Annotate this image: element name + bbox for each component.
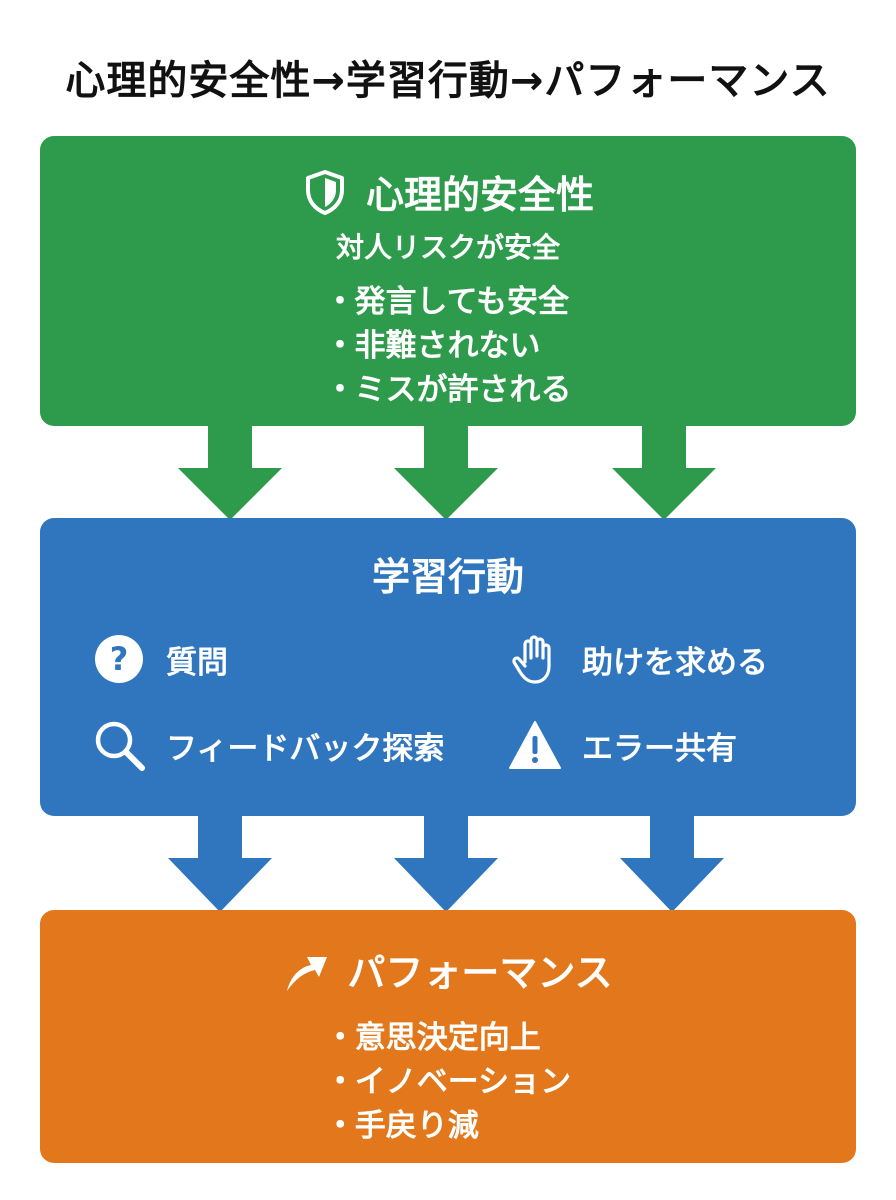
- shield-icon: [302, 169, 348, 215]
- learning-box: 学習行動 ? 質問 助けを求める フィードバック探索: [40, 518, 856, 816]
- safety-box: 心理的安全性 対人リスクが安全 ・発言しても安全 ・非難されない ・ミスが許され…: [40, 136, 856, 426]
- down-arrow-icon: [620, 814, 724, 912]
- behavior-feedback: フィードバック探索: [92, 718, 444, 772]
- svg-text:?: ?: [110, 640, 129, 678]
- safety-header: 心理的安全性: [40, 164, 856, 219]
- question-circle-icon: ?: [92, 632, 146, 686]
- safety-bullet: ・ミスが許される: [324, 372, 572, 408]
- up-arrow-icon: [283, 947, 329, 993]
- diagram-title: 心理的安全性→学習行動→パフォーマンス: [65, 58, 831, 104]
- down-arrow-icon: [612, 424, 716, 520]
- safety-subheading: 対人リスクが安全: [335, 231, 560, 264]
- down-arrow-icon: [394, 424, 498, 520]
- learning-header: 学習行動: [40, 546, 856, 601]
- safety-bullet-list: ・発言しても安全 ・非難されない ・ミスが許される: [40, 280, 856, 412]
- performance-heading: パフォーマンス: [347, 951, 613, 995]
- behavior-error-sharing: エラー共有: [508, 718, 737, 772]
- warning-triangle-icon: [508, 718, 562, 772]
- performance-box: パフォーマンス ・意思決定向上 ・イノベーション ・手戻り減: [40, 910, 856, 1163]
- safety-bullet: ・発言しても安全: [324, 284, 570, 320]
- performance-bullet-list: ・意思決定向上 ・イノベーション ・手戻り減: [40, 1016, 856, 1148]
- safety-heading: 心理的安全性: [365, 173, 594, 217]
- performance-bullet: ・手戻り減: [324, 1108, 479, 1144]
- behavior-ask-help: 助けを求める: [508, 632, 768, 686]
- performance-bullet: ・意思決定向上: [324, 1020, 541, 1056]
- learning-heading: 学習行動: [371, 555, 524, 599]
- performance-bullet: ・イノベーション: [324, 1064, 572, 1100]
- performance-header: パフォーマンス: [40, 942, 856, 997]
- magnifier-icon: [92, 718, 146, 772]
- down-arrow-icon: [394, 814, 498, 912]
- safety-bullet: ・非難されない: [324, 328, 541, 364]
- down-arrow-icon: [178, 424, 282, 520]
- behavior-question: ? 質問: [92, 632, 228, 686]
- down-arrow-icon: [168, 814, 272, 912]
- raised-hand-icon: [508, 632, 562, 686]
